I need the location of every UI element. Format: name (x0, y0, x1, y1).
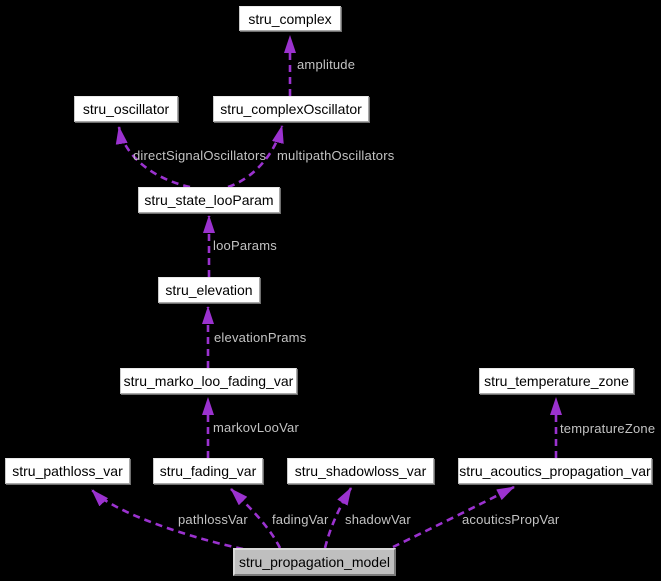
node-stru-propagation-model: stru_propagation_model (233, 548, 396, 576)
edge-label-markov-loo-var: markovLooVar (213, 420, 299, 435)
edge-label-loo-params: looParams (213, 238, 277, 253)
edge-label-elevation-prams: elevationPrams (214, 330, 307, 345)
node-stru-elevation[interactable]: stru_elevation (158, 277, 260, 303)
edge-label-acoutics-prop-var: acouticsPropVar (462, 512, 560, 527)
edge-label-temprature-zone: tempratureZone (560, 421, 656, 436)
edge-label-amplitude: amplitude (297, 57, 356, 72)
node-stru-fading-var[interactable]: stru_fading_var (153, 458, 263, 484)
edge-acoutics-prop-var (392, 485, 515, 549)
edge-label-pathloss-var: pathlossVar (178, 512, 248, 527)
edge-direct-signal-oscillators (115, 126, 191, 189)
node-stru-temperature-zone[interactable]: stru_temperature_zone (479, 368, 634, 394)
edge-label-multipath-oscillators: multipathOscillators (277, 148, 395, 163)
edge-label-shadow-var: shadowVar (345, 512, 411, 527)
node-stru-state-loo-param[interactable]: stru_state_looParam (138, 187, 280, 213)
edge-shadow-var (323, 487, 353, 549)
node-stru-pathloss-var[interactable]: stru_pathloss_var (5, 458, 130, 484)
node-stru-acoutics-propagation-var[interactable]: stru_acoutics_propagation_var (458, 458, 652, 484)
edge-label-fading-var: fadingVar (272, 512, 329, 527)
edge-multipath-oscillators (227, 125, 284, 189)
node-stru-complex[interactable]: stru_complex (239, 6, 341, 31)
edge-pathloss-var (91, 489, 244, 551)
node-stru-oscillator[interactable]: stru_oscillator (74, 96, 178, 122)
node-stru-shadowloss-var[interactable]: stru_shadowloss_var (287, 458, 434, 484)
node-stru-marko-loo-fading-var[interactable]: stru_marko_loo_fading_var (120, 368, 297, 394)
edge-fading-var (230, 488, 282, 549)
edge-label-direct-signal-oscillators: directSignalOscillators (133, 148, 267, 163)
node-stru-complex-oscillator[interactable]: stru_complexOscillator (213, 96, 369, 122)
